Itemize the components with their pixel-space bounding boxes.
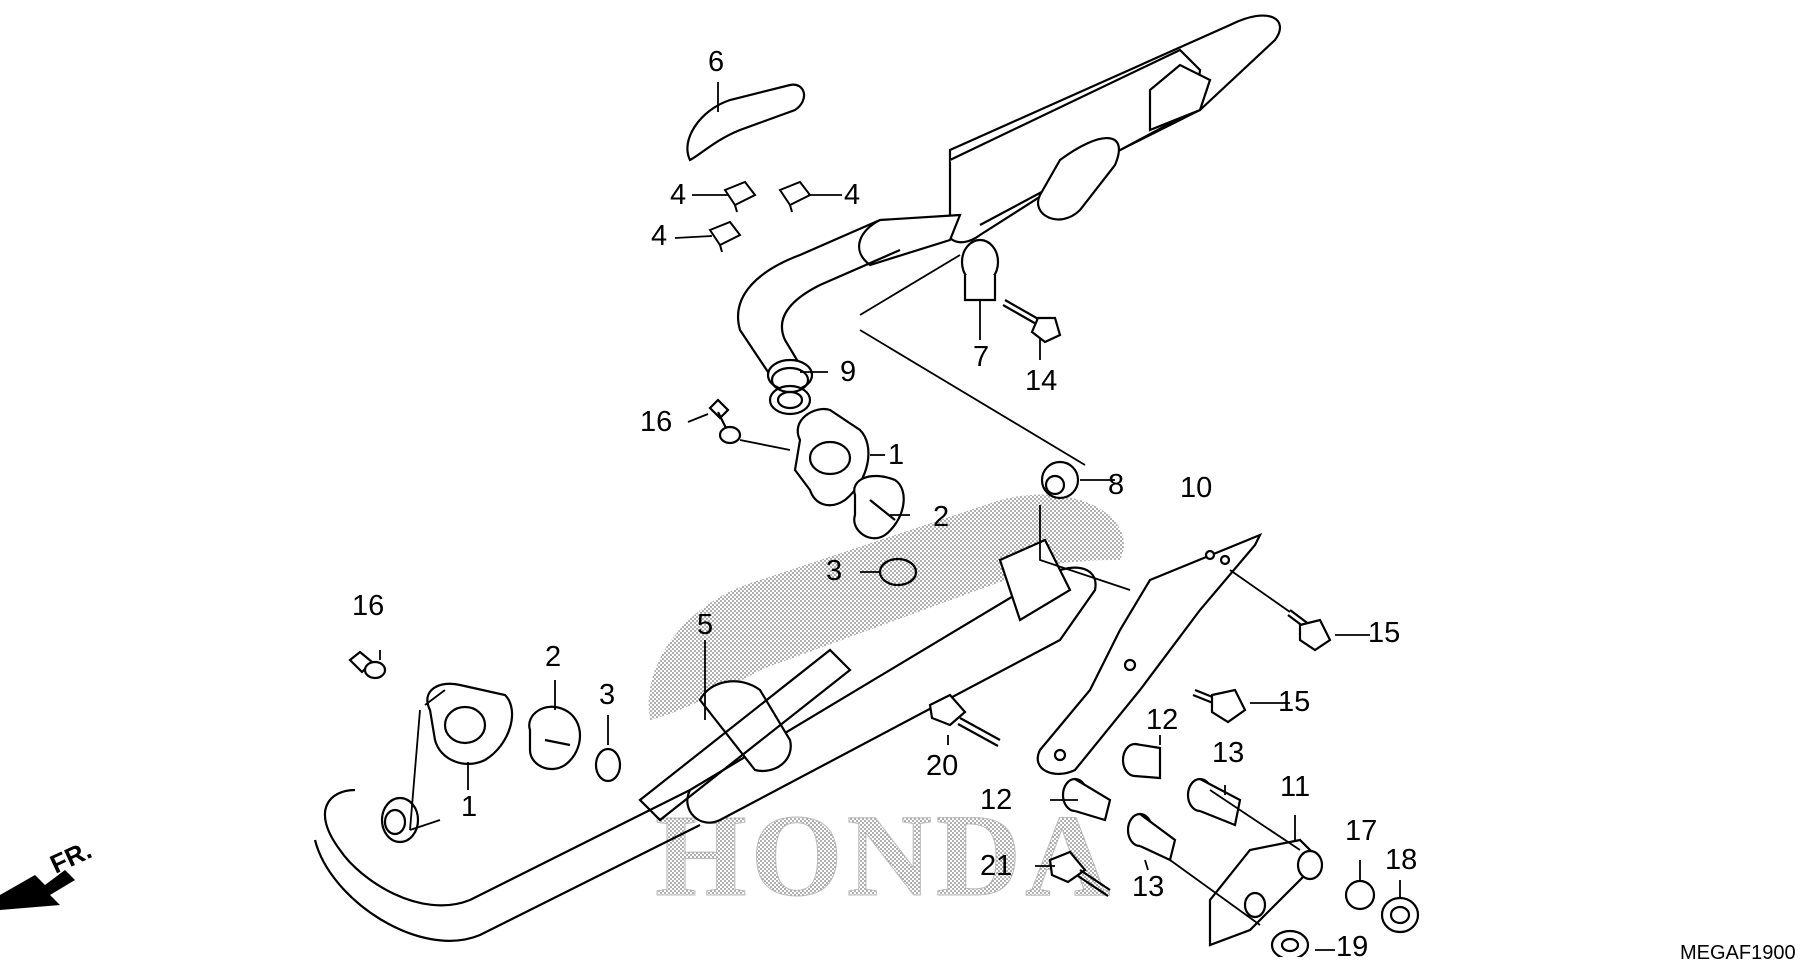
callout-2b: 2 <box>545 641 562 673</box>
front-direction-arrow-icon <box>0 870 75 910</box>
bracket-10 <box>1036 532 1263 775</box>
nut-19 <box>1270 929 1310 957</box>
callout-9: 9 <box>840 356 857 388</box>
callout-16b: 16 <box>352 590 385 622</box>
collar-lower <box>528 705 581 771</box>
callout-6: 6 <box>708 46 725 78</box>
heat-shield <box>686 83 806 162</box>
collar-13a <box>1186 777 1242 827</box>
callout-5: 5 <box>697 609 714 641</box>
joint-flange-upper <box>793 407 870 507</box>
callout-19: 19 <box>1336 931 1369 963</box>
callout-18: 18 <box>1385 844 1418 876</box>
gasket-lower <box>594 747 622 783</box>
diagram-part-code: MEGAF1900 <box>1680 942 1796 964</box>
callout-13b: 13 <box>1132 871 1165 903</box>
joint-flange-lower <box>426 682 514 765</box>
callout-15a: 15 <box>1368 617 1401 649</box>
callout-13a: 13 <box>1212 737 1245 769</box>
callout-20: 20 <box>926 750 959 782</box>
lower-muffler <box>638 538 1097 824</box>
clip-4b <box>778 180 812 213</box>
callout-12a: 12 <box>1146 704 1179 736</box>
callout-15b: 15 <box>1278 686 1311 718</box>
callout-3a: 3 <box>826 555 843 587</box>
callout-8: 8 <box>1108 469 1125 501</box>
bolt-21 <box>1048 850 1111 897</box>
band-7 <box>960 238 1000 302</box>
callout-4a: 4 <box>670 179 687 211</box>
callout-11: 11 <box>1280 771 1311 803</box>
bolt-14 <box>1002 299 1062 344</box>
callout-1a: 1 <box>888 439 905 471</box>
washer-17 <box>1344 879 1376 911</box>
callout-16a: 16 <box>640 406 673 438</box>
bolt-16b <box>348 650 387 680</box>
callout-4b: 4 <box>844 179 861 211</box>
callout-17: 17 <box>1345 815 1378 847</box>
callout-3b: 3 <box>599 679 616 711</box>
callout-21: 21 <box>980 850 1013 882</box>
nut-18 <box>1380 896 1420 934</box>
callout-1b: 1 <box>461 791 478 823</box>
callout-7: 7 <box>973 341 990 373</box>
callout-2a: 2 <box>933 501 950 533</box>
clip-4c <box>708 220 742 253</box>
bolt-15b <box>1192 688 1247 724</box>
rubber-8 <box>1040 460 1080 500</box>
clip-4a <box>723 180 757 213</box>
callout-12b: 12 <box>980 784 1013 816</box>
callout-14: 14 <box>1025 365 1058 397</box>
collar-12a <box>1121 742 1162 780</box>
leader-lines <box>379 82 1401 951</box>
bolt-16a <box>708 398 742 445</box>
bolt-15a <box>1287 609 1332 652</box>
lower-exhaust-pipe <box>313 788 701 942</box>
bracket-11 <box>1208 838 1324 947</box>
upper-exhaust-pipe <box>737 218 901 416</box>
callout-4c: 4 <box>651 220 668 252</box>
bolt-20 <box>928 693 1001 747</box>
upper-muffler <box>858 14 1282 267</box>
ring-9 <box>770 366 810 394</box>
collar-13b <box>1126 812 1177 862</box>
collar-upper <box>853 475 905 540</box>
callout-10: 10 <box>1180 472 1213 504</box>
collar-12b <box>1061 777 1112 822</box>
